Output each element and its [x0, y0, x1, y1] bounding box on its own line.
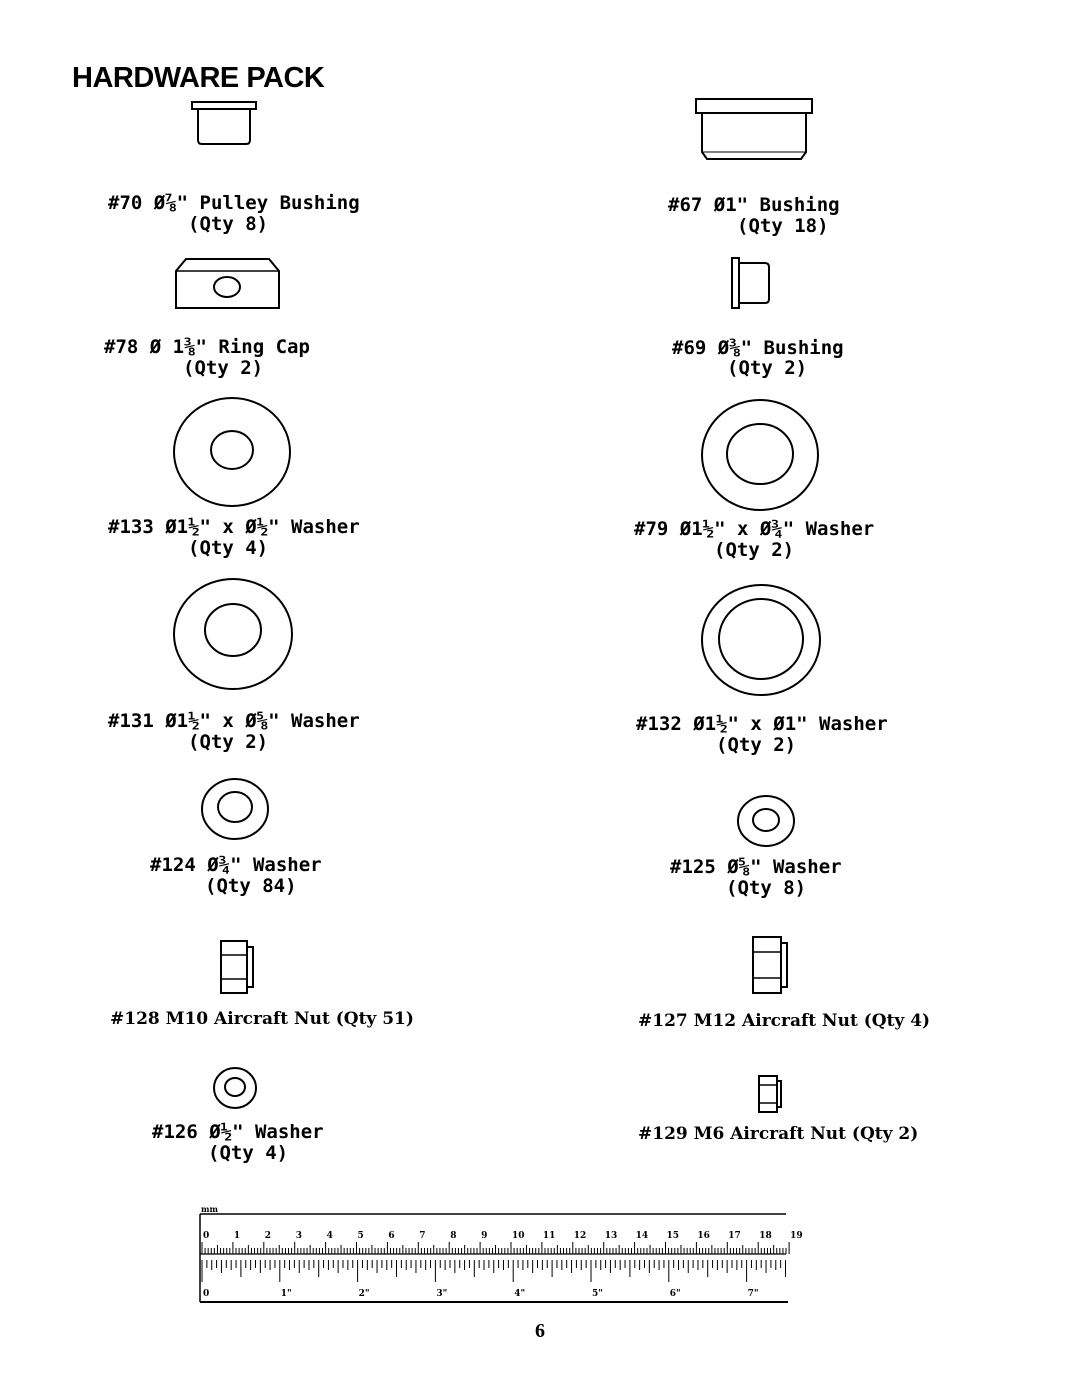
bushing-67-drawing	[695, 98, 813, 160]
aircraft-nut-129-drawing	[758, 1075, 782, 1113]
part-70-qty: (Qty 8)	[188, 213, 269, 235]
part-79-qty: (Qty 2)	[714, 539, 795, 561]
part-126-label: #126 Ø½" Washer	[152, 1121, 324, 1143]
ruler-mm-label: 4	[327, 1231, 333, 1241]
page-title: HARDWARE PACK	[72, 62, 325, 94]
aircraft-nut-128-drawing	[220, 940, 254, 994]
ruler-mm-label: 3	[296, 1231, 302, 1241]
part-79-label: #79 Ø1½" x Ø¾" Washer	[634, 518, 875, 540]
ruler-mm-label: 5	[358, 1231, 364, 1241]
part-127-label: #127 M12 Aircraft Nut (Qty 4)	[638, 1011, 931, 1031]
ruler-mm-label: 8	[450, 1231, 456, 1241]
part-126-qty: (Qty 4)	[208, 1142, 289, 1164]
ruler-inch-label: 3"	[436, 1289, 447, 1299]
ruler-mm-label: 6	[388, 1231, 394, 1241]
part-125-label: #125 Ø⅝" Washer	[670, 856, 842, 878]
part-78-qty: (Qty 2)	[183, 357, 264, 379]
ruler-mm-label: 13	[605, 1231, 618, 1241]
page-number: 6	[535, 1320, 545, 1342]
washer-133-drawing	[173, 397, 291, 507]
part-133-label: #133 Ø1½" x Ø½" Washer	[108, 516, 360, 538]
part-67-qty: (Qty 18)	[737, 215, 829, 237]
part-129-label: #129 M6 Aircraft Nut (Qty 2)	[638, 1124, 919, 1144]
part-131-label: #131 Ø1½" x Ø⅝" Washer	[108, 710, 360, 732]
ruler-inch-label: 6"	[670, 1289, 681, 1299]
part-124-label: #124 Ø¾" Washer	[150, 854, 322, 876]
ruler-mm-label: 2	[265, 1231, 271, 1241]
ruler-mm-label: 1	[234, 1231, 240, 1241]
part-133-qty: (Qty 4)	[188, 537, 269, 559]
ruler-mm-label: 17	[728, 1231, 741, 1241]
part-67-label: #67 Ø1" Bushing	[668, 194, 840, 216]
bushing-69-drawing	[731, 257, 770, 309]
washer-126-drawing	[213, 1067, 257, 1109]
ruler-inch-label: 1"	[281, 1289, 292, 1299]
ruler-inch-label: 0	[203, 1289, 209, 1299]
ruler-mm-label: 11	[543, 1231, 556, 1241]
washer-79-drawing	[701, 399, 819, 511]
ruler-mm-label: 0	[203, 1231, 209, 1241]
ruler-inch-label: 7"	[748, 1289, 759, 1299]
ruler-inch-label: 4"	[514, 1289, 525, 1299]
ruler-unit-label: mm	[201, 1204, 218, 1214]
part-69-qty: (Qty 2)	[727, 357, 808, 379]
ruler-mm-label: 14	[636, 1231, 649, 1241]
aircraft-nut-127-drawing	[752, 936, 788, 994]
part-132-qty: (Qty 2)	[716, 734, 797, 756]
part-131-qty: (Qty 2)	[188, 731, 269, 753]
part-69-label: #69 Ø⅜" Bushing	[672, 337, 844, 359]
ruler-mm-label: 9	[481, 1231, 487, 1241]
ruler-mm-label: 10	[512, 1231, 525, 1241]
ruler-inch-label: 2"	[359, 1289, 370, 1299]
washer-131-drawing	[173, 578, 293, 690]
pulley-bushing-70-drawing	[191, 101, 257, 145]
washer-132-drawing	[701, 584, 821, 696]
part-78-label: #78 Ø 1⅜" Ring Cap	[104, 336, 310, 358]
ruler-mm-label: 15	[667, 1231, 680, 1241]
washer-124-drawing	[201, 778, 269, 840]
ruler-mm-label: 12	[574, 1231, 587, 1241]
ruler-inch-label: 5"	[592, 1289, 603, 1299]
part-125-qty: (Qty 8)	[726, 877, 807, 899]
ruler-mm-label: 7	[419, 1231, 425, 1241]
part-124-qty: (Qty 84)	[205, 875, 297, 897]
ruler-mm-label: 16	[697, 1231, 710, 1241]
part-132-label: #132 Ø1½" x Ø1" Washer	[636, 713, 888, 735]
ring-cap-78-drawing	[175, 258, 280, 309]
ruler-mm-label: 18	[759, 1231, 772, 1241]
part-128-label: #128 M10 Aircraft Nut (Qty 51)	[110, 1009, 414, 1029]
ruler-mm-label: 19	[790, 1231, 803, 1241]
washer-125-drawing	[737, 795, 795, 847]
part-70-label: #70 Ø⅞" Pulley Bushing	[108, 192, 360, 214]
